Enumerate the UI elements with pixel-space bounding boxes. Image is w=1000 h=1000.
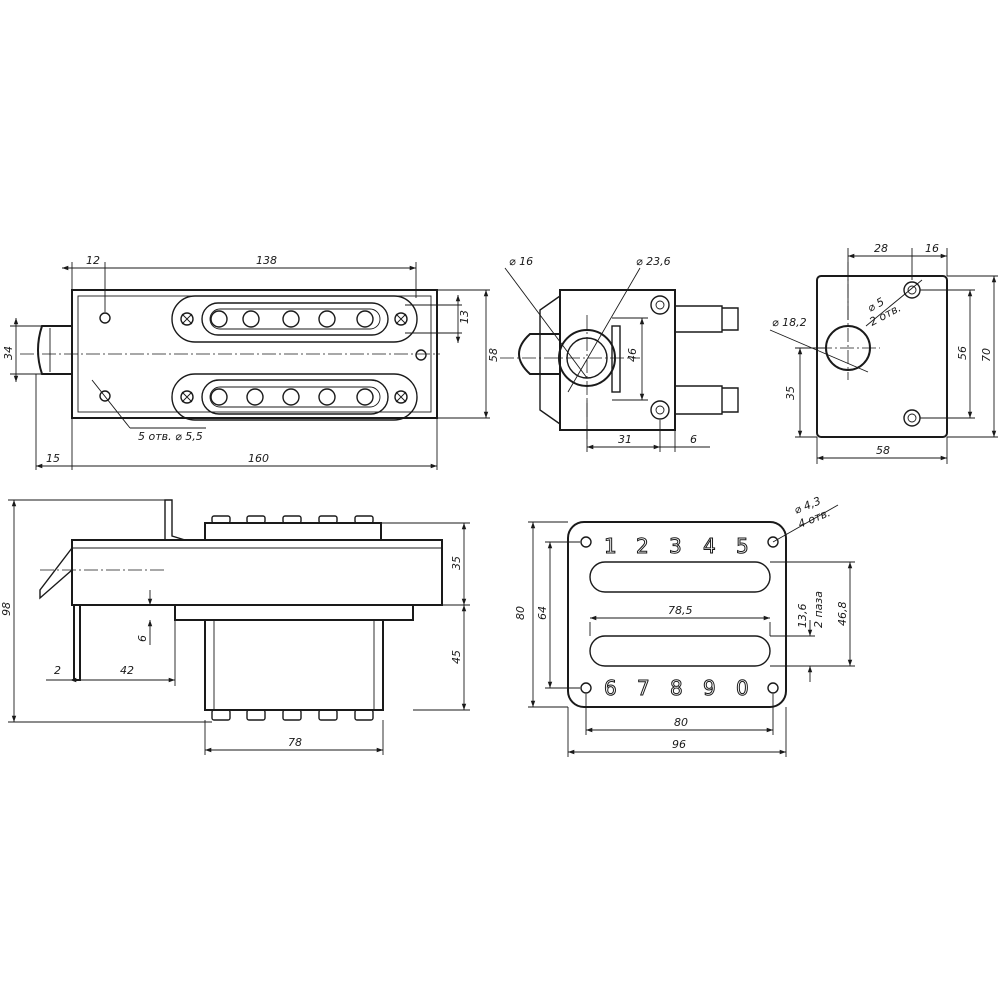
dim-160: 160 [248,452,269,465]
dim-6-side: 6 [136,635,149,642]
key-digit: 0 [736,676,749,700]
dim-12: 12 [86,254,100,267]
key-digit: 9 [703,676,716,700]
keypad-view: 1 2 3 4 5 6 7 8 9 0 ⌀ 4,3 4 отв. 80 64 7… [514,494,855,757]
key-digit: 8 [670,676,683,700]
key-digit: 1 [604,534,617,558]
holes-note: 5 отв. ⌀ 5,5 [138,430,203,443]
key-digit: 3 [669,534,682,558]
dim-15: 15 [46,452,60,465]
dim-80-v: 80 [514,606,527,620]
dim-98: 98 [0,602,13,616]
dim-35: 35 [784,386,797,400]
button-rail-upper [171,295,418,343]
dim-58-b: 58 [876,444,890,457]
button-rail-lower [171,373,418,421]
dia-18-2: ⌀ 18,2 [772,316,807,329]
dim-2: 2 [54,664,61,677]
digits-row-top: 1 2 3 4 5 [604,534,750,559]
dim-58: 58 [487,348,500,362]
slots-2: 2 паза [812,591,825,628]
dim-78-5: 78,5 [668,604,693,617]
dim-6: 6 [690,433,697,446]
top-view: 12 138 13 58 34 5 отв. ⌀ 5,5 15 160 [2,254,500,470]
dia-23-6: ⌀ 23,6 [636,255,671,268]
key-digit: 2 [636,534,649,558]
dim-138: 138 [256,254,277,267]
dim-13-6: 13,6 [796,604,809,629]
dim-13: 13 [458,310,471,324]
key-digit: 5 [736,534,749,558]
dim-96: 96 [672,738,686,751]
side-view: 98 35 45 6 2 42 78 [0,499,470,755]
dim-31: 31 [618,433,632,446]
dim-56: 56 [956,346,969,360]
dim-34: 34 [2,346,15,360]
end-view: ⌀ 16 ⌀ 23,6 46 31 6 [500,255,739,452]
dim-78: 78 [288,736,302,749]
key-digit: 7 [637,676,650,700]
dim-42: 42 [120,664,134,677]
dim-46-8: 46,8 [836,602,849,627]
dim-28: 28 [874,242,888,255]
dim-46: 46 [626,348,639,362]
key-digit: 6 [604,676,617,700]
plate-view: 28 16 ⌀ 5 2 отв. ⌀ 18,2 56 70 35 58 [769,242,998,464]
dim-70: 70 [980,348,993,362]
dim-64: 64 [536,606,549,620]
digits-row-bottom: 6 7 8 9 0 [604,676,750,701]
dia-16: ⌀ 16 [509,255,533,268]
dim-35-side: 35 [450,556,463,570]
dim-80-h: 80 [674,716,688,729]
dim-16: 16 [925,242,939,255]
dim-45: 45 [450,650,463,664]
key-digit: 4 [703,534,716,558]
